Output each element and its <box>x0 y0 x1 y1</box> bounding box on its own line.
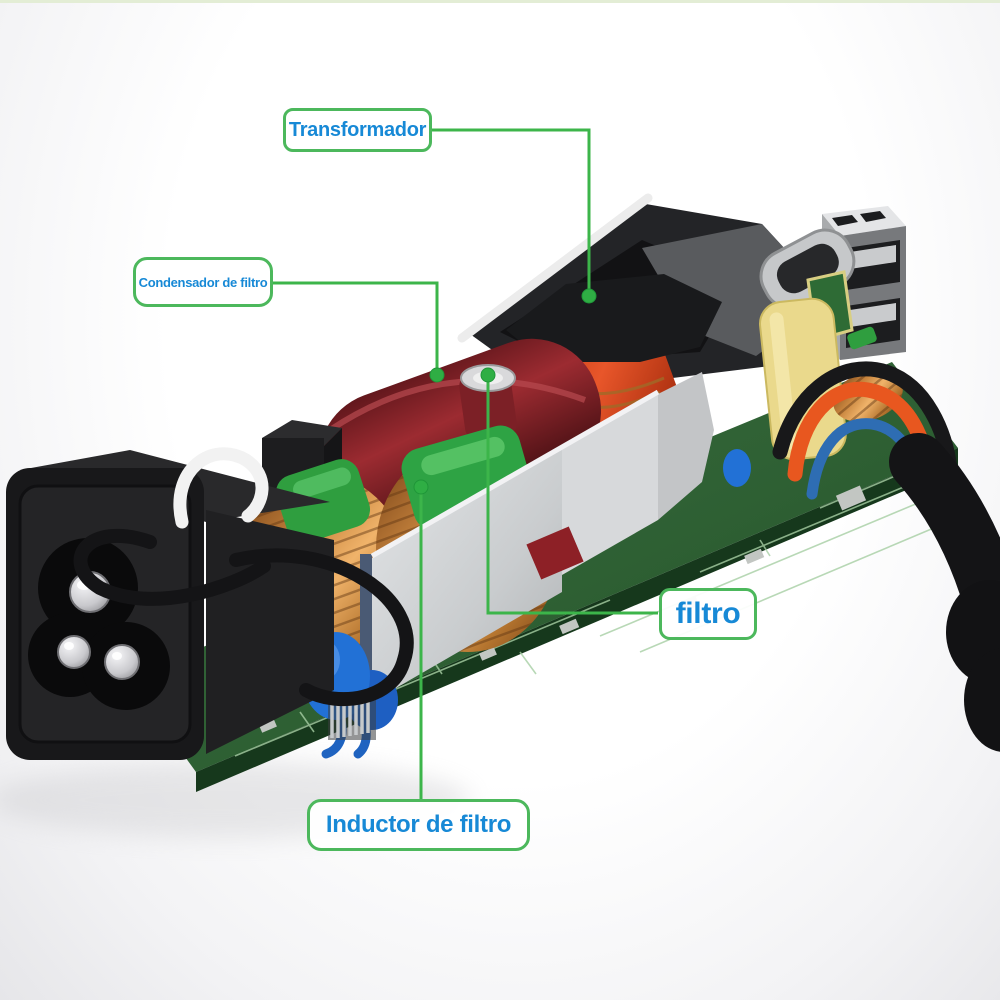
filtro-line <box>486 375 658 615</box>
inductor-dot <box>413 479 429 495</box>
callout-connectors <box>272 128 658 799</box>
shield-window <box>526 526 584 580</box>
callout-condensador-label: Condensador de filtro <box>138 274 268 290</box>
callout-condensador-de-filtro: Condensador de filtro <box>133 257 273 307</box>
callout-filtro-label: filtro <box>675 597 741 630</box>
callout-transformador-label: Transformador <box>288 118 427 141</box>
transformer-core <box>506 274 722 362</box>
white-wire <box>173 447 269 529</box>
black-wire <box>73 529 414 707</box>
callout-filtro: filtro <box>659 588 757 640</box>
transformador-line <box>432 128 591 296</box>
power-cable <box>889 433 1000 752</box>
top-border-strip <box>0 0 1000 3</box>
black-output-wire <box>772 361 958 478</box>
condensador-line <box>272 281 439 375</box>
condensador-dot <box>429 367 445 383</box>
transformador-dot <box>581 288 597 304</box>
filtro-dot <box>480 367 496 383</box>
callout-inductor-label: Inductor de filtro <box>325 811 512 838</box>
callout-inductor-de-filtro: Inductor de filtro <box>307 799 530 851</box>
callout-transformador: Transformador <box>283 108 432 152</box>
